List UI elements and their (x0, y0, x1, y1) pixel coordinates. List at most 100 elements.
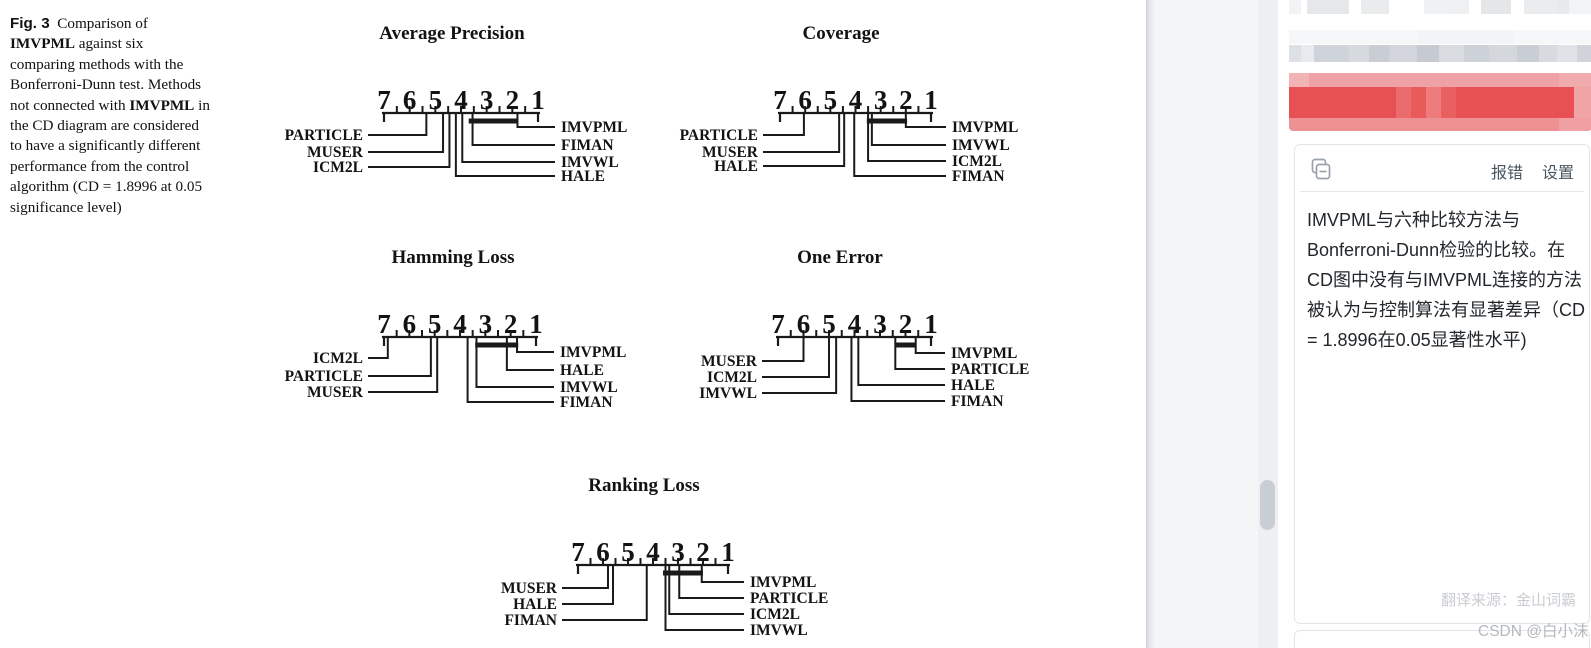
cd-method-label: IMVWL (952, 137, 1010, 154)
cd-method-label: IMVPML (951, 345, 1017, 362)
cd-connector (664, 565, 744, 631)
caption-line: algorithm (CD = 1.8996 at 0.05 (10, 178, 203, 196)
cd-connector (562, 565, 614, 605)
cd-method-label: HALE (561, 168, 605, 185)
caption-line: to have a significantly different (10, 137, 201, 155)
settings-link[interactable]: 设置 (1542, 165, 1575, 182)
cd-connector (368, 113, 428, 136)
cd-connector (668, 565, 744, 615)
cd-title: Coverage (802, 23, 879, 44)
cd-axis-number: 7 (571, 537, 585, 567)
cd-axis-number: 2 (899, 309, 913, 339)
cd-method-label: FIMAN (951, 393, 1004, 410)
cd-connector (505, 337, 554, 371)
cd-axis-number: 4 (453, 309, 467, 339)
cd-title: Average Precision (379, 23, 525, 44)
cd-method-label: HALE (714, 158, 758, 175)
cd-axis-number: 5 (824, 85, 838, 115)
cd-connector (516, 337, 554, 353)
cd-method-label: PARTICLE (285, 127, 363, 144)
cd-method-label: IMVWL (561, 154, 619, 171)
cd-title: Ranking Loss (588, 475, 699, 496)
cd-connector (516, 113, 555, 128)
page-edge-shadow (1146, 0, 1156, 648)
csdn-watermark: CSDN @白小沫 (1478, 623, 1589, 640)
cd-connector (870, 113, 946, 146)
caption-line: Fig. 3 Comparison of (10, 15, 148, 32)
blurred-text-row-1 (1289, 0, 1591, 14)
cd-connector (562, 565, 609, 589)
cd-method-label: HALE (513, 596, 557, 613)
blurred-text-row-3 (1289, 45, 1591, 62)
cd-connector (850, 337, 945, 402)
caption-line: performance from the control (10, 157, 190, 175)
cd-method-label: PARTICLE (680, 127, 758, 144)
cd-method-label: MUSER (501, 580, 558, 597)
cd-method-label: IMVPML (561, 119, 627, 136)
cd-method-label: PARTICLE (750, 590, 828, 607)
cd-connector (368, 337, 432, 377)
cd-connector (678, 565, 744, 599)
cd-method-label: PARTICLE (285, 368, 363, 385)
cd-axis-number: 2 (504, 309, 518, 339)
cd-connector (763, 113, 846, 167)
cd-method-label: FIMAN (561, 137, 614, 154)
cd-method-label: FIMAN (560, 394, 613, 411)
cd-connector (762, 337, 830, 378)
cd-method-label: IMVPML (952, 119, 1018, 136)
cd-connector (894, 337, 945, 370)
cd-connector (461, 113, 555, 163)
cd-axis-number: 4 (849, 85, 863, 115)
cd-axis-number: 4 (848, 309, 862, 339)
translation-source: 翻译来源：金山词霸 (1440, 592, 1576, 609)
cd-axis-number: 5 (621, 537, 635, 567)
caption-line: Bonferroni-Dunn test. Methods (10, 76, 202, 94)
cd-axis-number: 6 (403, 309, 417, 339)
cd-method-label: PARTICLE (951, 361, 1029, 378)
caption-line: IMVPML against six (10, 35, 144, 53)
scrollbar-thumb[interactable] (1260, 480, 1275, 530)
copy-icon[interactable] (1309, 157, 1333, 181)
caption-line: significance level) (10, 198, 122, 216)
cd-connector (454, 113, 555, 177)
cd-axis-number: 3 (479, 309, 493, 339)
scrollbar-track[interactable] (1258, 0, 1277, 648)
cd-connector (471, 113, 555, 146)
card-divider (1300, 191, 1584, 192)
cd-method-label: MUSER (307, 144, 364, 161)
cd-axis-number: 1 (531, 85, 545, 115)
cd-connector (475, 337, 554, 388)
cd-axis-number: 5 (429, 85, 443, 115)
cd-connector (904, 113, 946, 128)
cd-axis-number: 6 (798, 85, 812, 115)
cd-axis-number: 3 (873, 309, 887, 339)
cd-method-label: IMVWL (750, 622, 808, 639)
redacted-bar-top (1289, 73, 1591, 87)
cd-connector (914, 337, 945, 354)
cd-connector (762, 337, 805, 362)
cd-connector (867, 113, 946, 162)
cd-axis-number: 6 (797, 309, 811, 339)
cd-axis-number: 4 (454, 85, 468, 115)
report-error-link[interactable]: 报错 (1491, 165, 1524, 182)
cd-method-label: ICM2L (313, 159, 363, 176)
cd-title: Hamming Loss (392, 247, 515, 268)
cd-axis-number: 1 (721, 537, 735, 567)
next-card-sliver (1294, 630, 1590, 648)
cd-connector (368, 113, 451, 168)
cd-method-label: HALE (560, 362, 604, 379)
cd-connector (763, 113, 841, 153)
cd-method-label: IMVPML (750, 574, 816, 591)
cd-method-label: ICM2L (750, 606, 800, 623)
cd-axis-number: 3 (480, 85, 494, 115)
cd-axis-number: 7 (771, 309, 785, 339)
cd-axis-number: 7 (377, 85, 391, 115)
cd-method-label: IMVWL (560, 379, 618, 396)
cd-method-label: MUSER (702, 144, 759, 161)
